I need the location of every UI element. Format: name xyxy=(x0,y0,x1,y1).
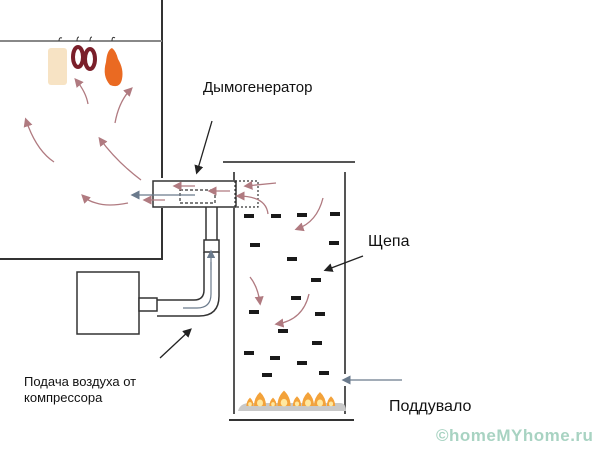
flame-core xyxy=(305,399,311,407)
flame-core xyxy=(248,402,252,407)
flame xyxy=(246,397,254,406)
hanging-products xyxy=(48,36,123,87)
blower-label: Поддувало xyxy=(389,398,472,415)
chip-chamber xyxy=(223,161,355,421)
smoke-flow-arrows xyxy=(23,78,142,206)
smoking-chamber xyxy=(0,0,163,260)
chamber-smoke-arrows xyxy=(235,180,324,328)
smoke-generator-label: Дымогенератор xyxy=(203,79,313,96)
chips-label: Щепа xyxy=(368,233,410,250)
air-supply-label-line2: компрессора xyxy=(24,390,103,405)
sausage-ring xyxy=(71,36,85,69)
callout-arrows xyxy=(159,120,364,359)
flame xyxy=(277,390,291,406)
flame xyxy=(302,392,314,406)
smoke-generator xyxy=(130,180,259,208)
flame xyxy=(326,396,336,406)
flame xyxy=(314,392,326,406)
flame-core xyxy=(257,399,263,407)
flame xyxy=(292,396,302,406)
flame-core xyxy=(317,399,323,407)
flame-core xyxy=(328,401,334,407)
flame xyxy=(254,392,266,406)
flame-core xyxy=(280,398,288,407)
flame xyxy=(269,397,277,406)
sausage-ring xyxy=(83,36,97,71)
ham xyxy=(104,36,123,87)
air-supply-label-line1: Подача воздуха от xyxy=(24,374,137,389)
flame-core xyxy=(271,402,275,407)
flame-core xyxy=(294,401,300,407)
compressor xyxy=(76,271,158,335)
fire xyxy=(246,390,336,407)
cheese xyxy=(48,37,67,85)
air-pipe xyxy=(157,207,220,317)
wood-chips xyxy=(244,212,340,377)
watermark: ©homeMYhome.ru xyxy=(436,426,594,445)
